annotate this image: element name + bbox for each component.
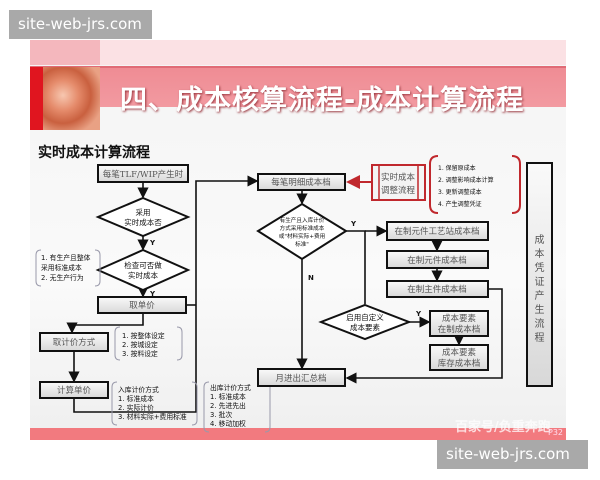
monthly-summary-box: 月进出汇总档 [257, 368, 346, 387]
svg-text:3. 批次: 3. 批次 [210, 410, 232, 419]
svg-text:1. 保留原成本: 1. 保留原成本 [438, 164, 476, 172]
start-box: 每笔TLF/WIP产生时 [97, 164, 189, 183]
in-pricing-notes: 入库计价方式 1. 标准成本 2. 实际计价 3. 材料实际+费用标准 [111, 381, 198, 426]
footer-watermark: 百家号/负重奔跑 [455, 420, 551, 435]
wip-main-box: 在制主件成本档 [386, 280, 489, 298]
svg-text:4. 移动加权: 4. 移动加权 [210, 419, 246, 428]
svg-text:2. 先进先出: 2. 先进先出 [210, 401, 246, 410]
svg-text:2. 调整影响成本计算: 2. 调整影响成本计算 [438, 176, 494, 184]
method-notes: 1. 按整体设定 2. 按城设定 3. 按料设定 [114, 326, 183, 361]
svg-text:在制成本档: 在制成本档 [438, 324, 481, 335]
svg-text:采用: 采用 [136, 207, 151, 217]
svg-text:检查可否做: 检查可否做 [124, 260, 162, 270]
detail-file-box: 每笔明细成本档 [257, 173, 346, 191]
svg-text:在制主件成本档: 在制主件成本档 [407, 284, 467, 295]
svg-text:取计价方式: 取计价方式 [53, 337, 96, 348]
get-method-box: 取计价方式 [39, 332, 109, 352]
globe-image [43, 67, 100, 130]
svg-text:1. 有生产且整体: 1. 有生产且整体 [41, 253, 91, 262]
svg-text:1. 标准成本: 1. 标准成本 [210, 392, 246, 401]
svg-text:入库计价方式: 入库计价方式 [118, 385, 159, 394]
watermark-bottom: site-web-jrs.com [437, 440, 588, 469]
yes-label: Y [350, 220, 357, 228]
adjust-flow-box: 实时成本 调整流程 [371, 164, 426, 201]
svg-text:1. 标准成本: 1. 标准成本 [118, 394, 154, 403]
svg-text:2. 按城设定: 2. 按城设定 [122, 340, 158, 349]
svg-text:成本凭证产生流程: 成本凭证产生流程 [535, 234, 545, 344]
decision-realtime: 采用 实时成本否 [95, 196, 191, 238]
adjust-notes: 1. 保留原成本 2. 调整影响成本计算 3. 更新调整成本 4. 产生调整凭证 [429, 155, 521, 214]
flow-subtitle: 实时成本计算流程 [38, 144, 150, 161]
svg-text:2. 实际计价: 2. 实际计价 [118, 403, 154, 412]
svg-text:月进出汇总档: 月进出汇总档 [275, 373, 326, 384]
element-inventory-box: 成本要素 库存成本档 [429, 344, 489, 371]
svg-text:启用自定义: 启用自定义 [346, 312, 384, 322]
wip-component-box: 在制元件成本档 [386, 250, 489, 269]
svg-text:成本要素: 成本要素 [442, 347, 477, 358]
svg-text:实时成本: 实时成本 [381, 172, 416, 183]
svg-text:3. 按料设定: 3. 按料设定 [122, 349, 158, 358]
element-wip-box: 成本要素 在制成本档 [429, 310, 489, 337]
svg-text:有生产且入库计价: 有生产且入库计价 [280, 216, 325, 224]
yes-label: Y [415, 310, 422, 318]
no-label: N [308, 274, 314, 282]
svg-text:3. 更新调整成本: 3. 更新调整成本 [438, 188, 482, 196]
svg-text:在制元件工艺站成本档: 在制元件工艺站成本档 [394, 226, 479, 237]
page-number: P32 [548, 428, 564, 437]
decision-custom: 启用自定义 成本要素 [318, 303, 412, 341]
calc-price-box: 计算单价 [39, 381, 109, 399]
yes-label: Y [149, 239, 156, 247]
svg-text:实时成本: 实时成本 [128, 270, 158, 280]
svg-text:取单价: 取单价 [129, 300, 155, 311]
svg-text:成本要素: 成本要素 [350, 322, 380, 332]
svg-text:每笔明细成本档: 每笔明细成本档 [271, 177, 331, 188]
svg-text:采用标准成本: 采用标准成本 [41, 263, 82, 272]
svg-text:实时成本否: 实时成本否 [124, 217, 162, 227]
svg-text:4. 产生调整凭证: 4. 产生调整凭证 [438, 200, 482, 208]
svg-text:成本要素: 成本要素 [442, 313, 477, 324]
header-band-top [30, 40, 566, 65]
red-stripe [30, 67, 43, 130]
svg-text:3. 材料实际+费用标准: 3. 材料实际+费用标准 [118, 412, 187, 421]
connectors [66, 175, 503, 413]
svg-text:每笔TLF/WIP产生时: 每笔TLF/WIP产生时 [103, 169, 184, 180]
svg-text:2. 无生产行为: 2. 无生产行为 [41, 273, 84, 282]
check-notes: 1. 有生产且整体 采用标准成本 2. 无生产行为 [35, 249, 101, 287]
svg-text:库存成本档: 库存成本档 [438, 358, 481, 369]
svg-text:调整流程: 调整流程 [381, 185, 416, 196]
header-band [30, 66, 566, 107]
wip-station-box: 在制元件工艺站成本档 [386, 221, 489, 241]
svg-text:计算单价: 计算单价 [57, 385, 92, 396]
svg-text:方式采用标准成本: 方式采用标准成本 [280, 224, 325, 232]
get-price-box: 取单价 [97, 296, 187, 314]
svg-text:出库计价方式: 出库计价方式 [210, 383, 251, 392]
decision-check: 检查可否做 实时成本 [95, 248, 191, 292]
svg-text:或"材料实际+费用: 或"材料实际+费用 [279, 232, 325, 240]
voucher-flow-box: 成本凭证产生流程 [526, 162, 553, 387]
svg-text:标准": 标准" [295, 240, 309, 248]
out-pricing-notes: 出库计价方式 1. 标准成本 2. 先进先出 3. 批次 4. 移动加权 [203, 381, 271, 433]
svg-text:在制元件成本档: 在制元件成本档 [407, 255, 467, 266]
footer-bar [30, 428, 566, 440]
decision-production: 有生产且入库计价 方式采用标准成本 或"材料实际+费用 标准" [256, 202, 348, 261]
slide-title: 四、成本核算流程-成本计算流程 [120, 85, 525, 116]
svg-text:1. 按整体设定: 1. 按整体设定 [122, 331, 165, 340]
watermark-top: site-web-jrs.com [9, 10, 152, 39]
yes-label: Y [149, 290, 156, 298]
